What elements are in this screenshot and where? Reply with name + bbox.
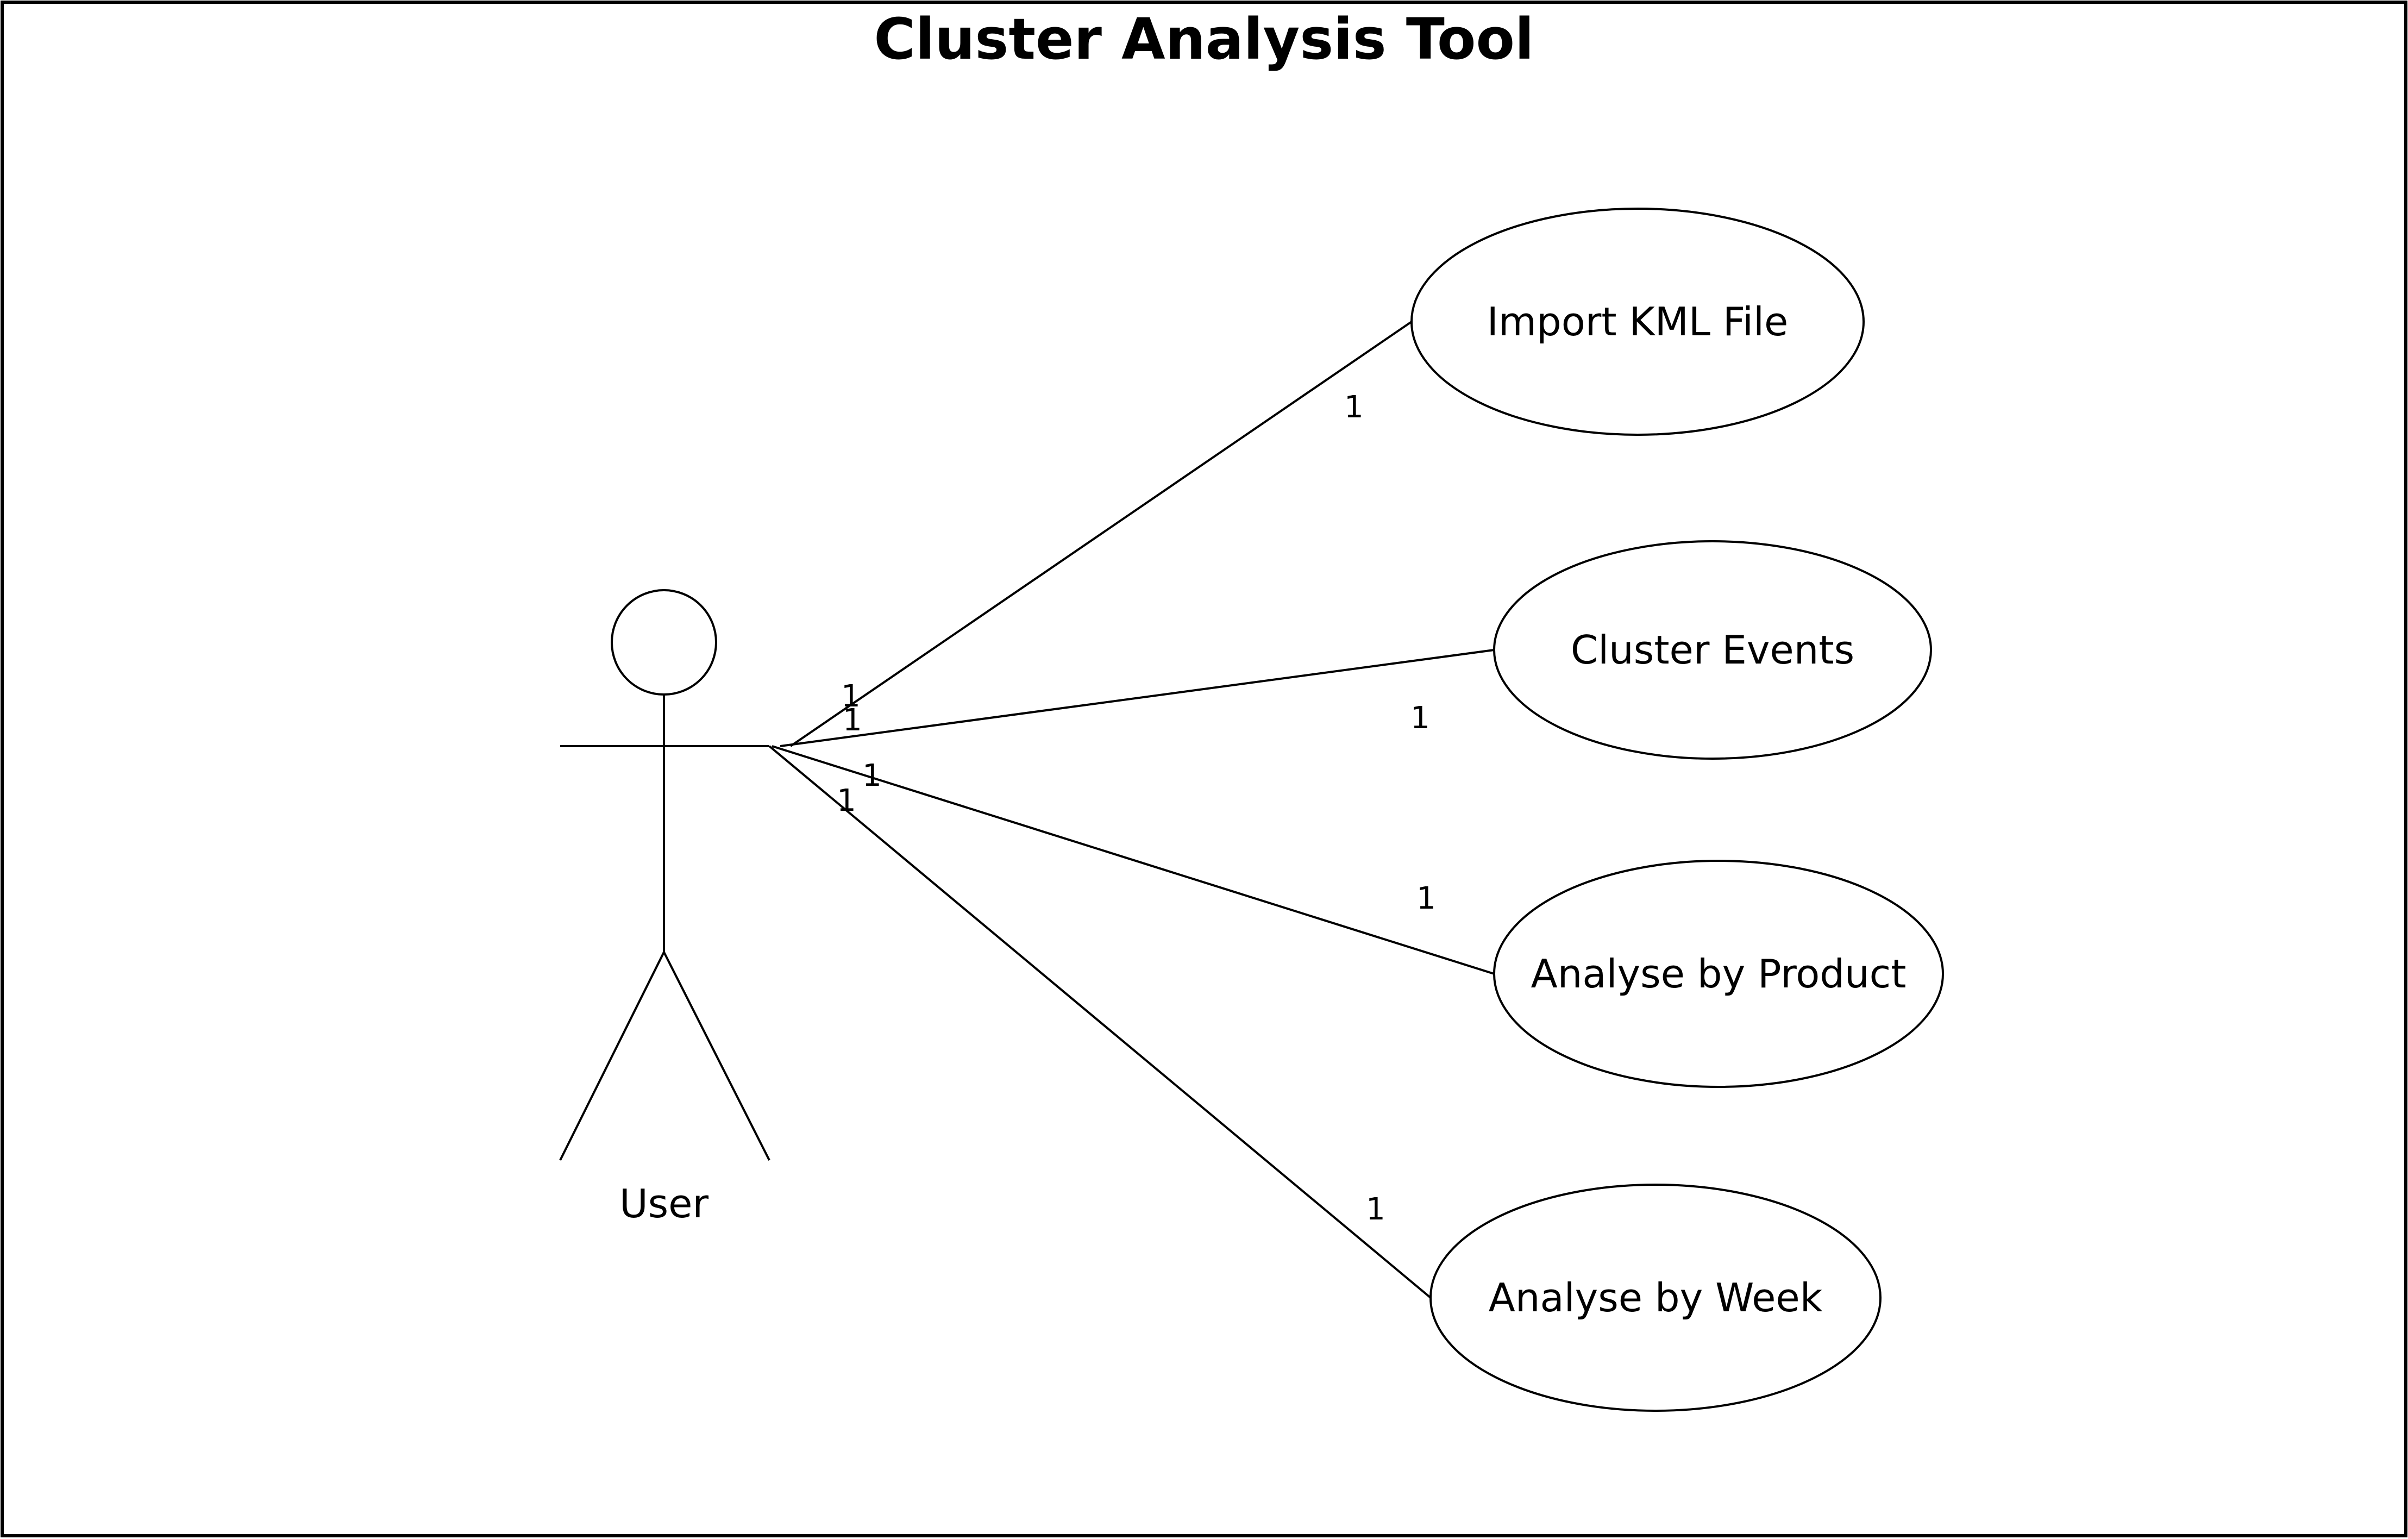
use-case-cluster-events: Cluster Events: [1493, 540, 1932, 760]
use-case-label: Analyse by Product: [1531, 951, 1907, 997]
use-case-analyse-by-product: Analyse by Product: [1493, 860, 1944, 1088]
multiplicity-actor-analyse-by-week: 1: [837, 783, 856, 818]
association-line-analyse-by-week: [768, 745, 1432, 1299]
diagram-title: Cluster Analysis Tool: [874, 6, 1534, 72]
multiplicity-actor-analyse-by-product: 1: [862, 758, 882, 793]
association-line-analyse-by-product: [772, 745, 1495, 975]
multiplicity-actor-cluster-events: 1: [843, 703, 862, 738]
use-case-label: Analyse by Week: [1489, 1275, 1823, 1321]
association-line-cluster-events: [780, 649, 1495, 747]
use-case-label: Cluster Events: [1571, 627, 1854, 673]
actor-user: [559, 589, 770, 1161]
use-case-import-kml-file: Import KML File: [1410, 208, 1865, 436]
association-line-import-kml-file: [789, 321, 1413, 747]
multiplicity-use-case-analyse-by-product: 1: [1416, 881, 1436, 916]
actor-label: User: [619, 1181, 709, 1227]
use-case-analyse-by-week: Analyse by Week: [1429, 1184, 1882, 1412]
actor-left-leg: [559, 952, 665, 1161]
use-case-label: Import KML File: [1487, 299, 1789, 345]
actor-right-leg: [663, 952, 770, 1161]
multiplicity-use-case-analyse-by-week: 1: [1366, 1192, 1385, 1227]
multiplicity-use-case-cluster-events: 1: [1410, 700, 1430, 736]
multiplicity-actor-import-kml-file: 1: [841, 679, 861, 714]
multiplicity-use-case-import-kml-file: 1: [1344, 390, 1364, 425]
